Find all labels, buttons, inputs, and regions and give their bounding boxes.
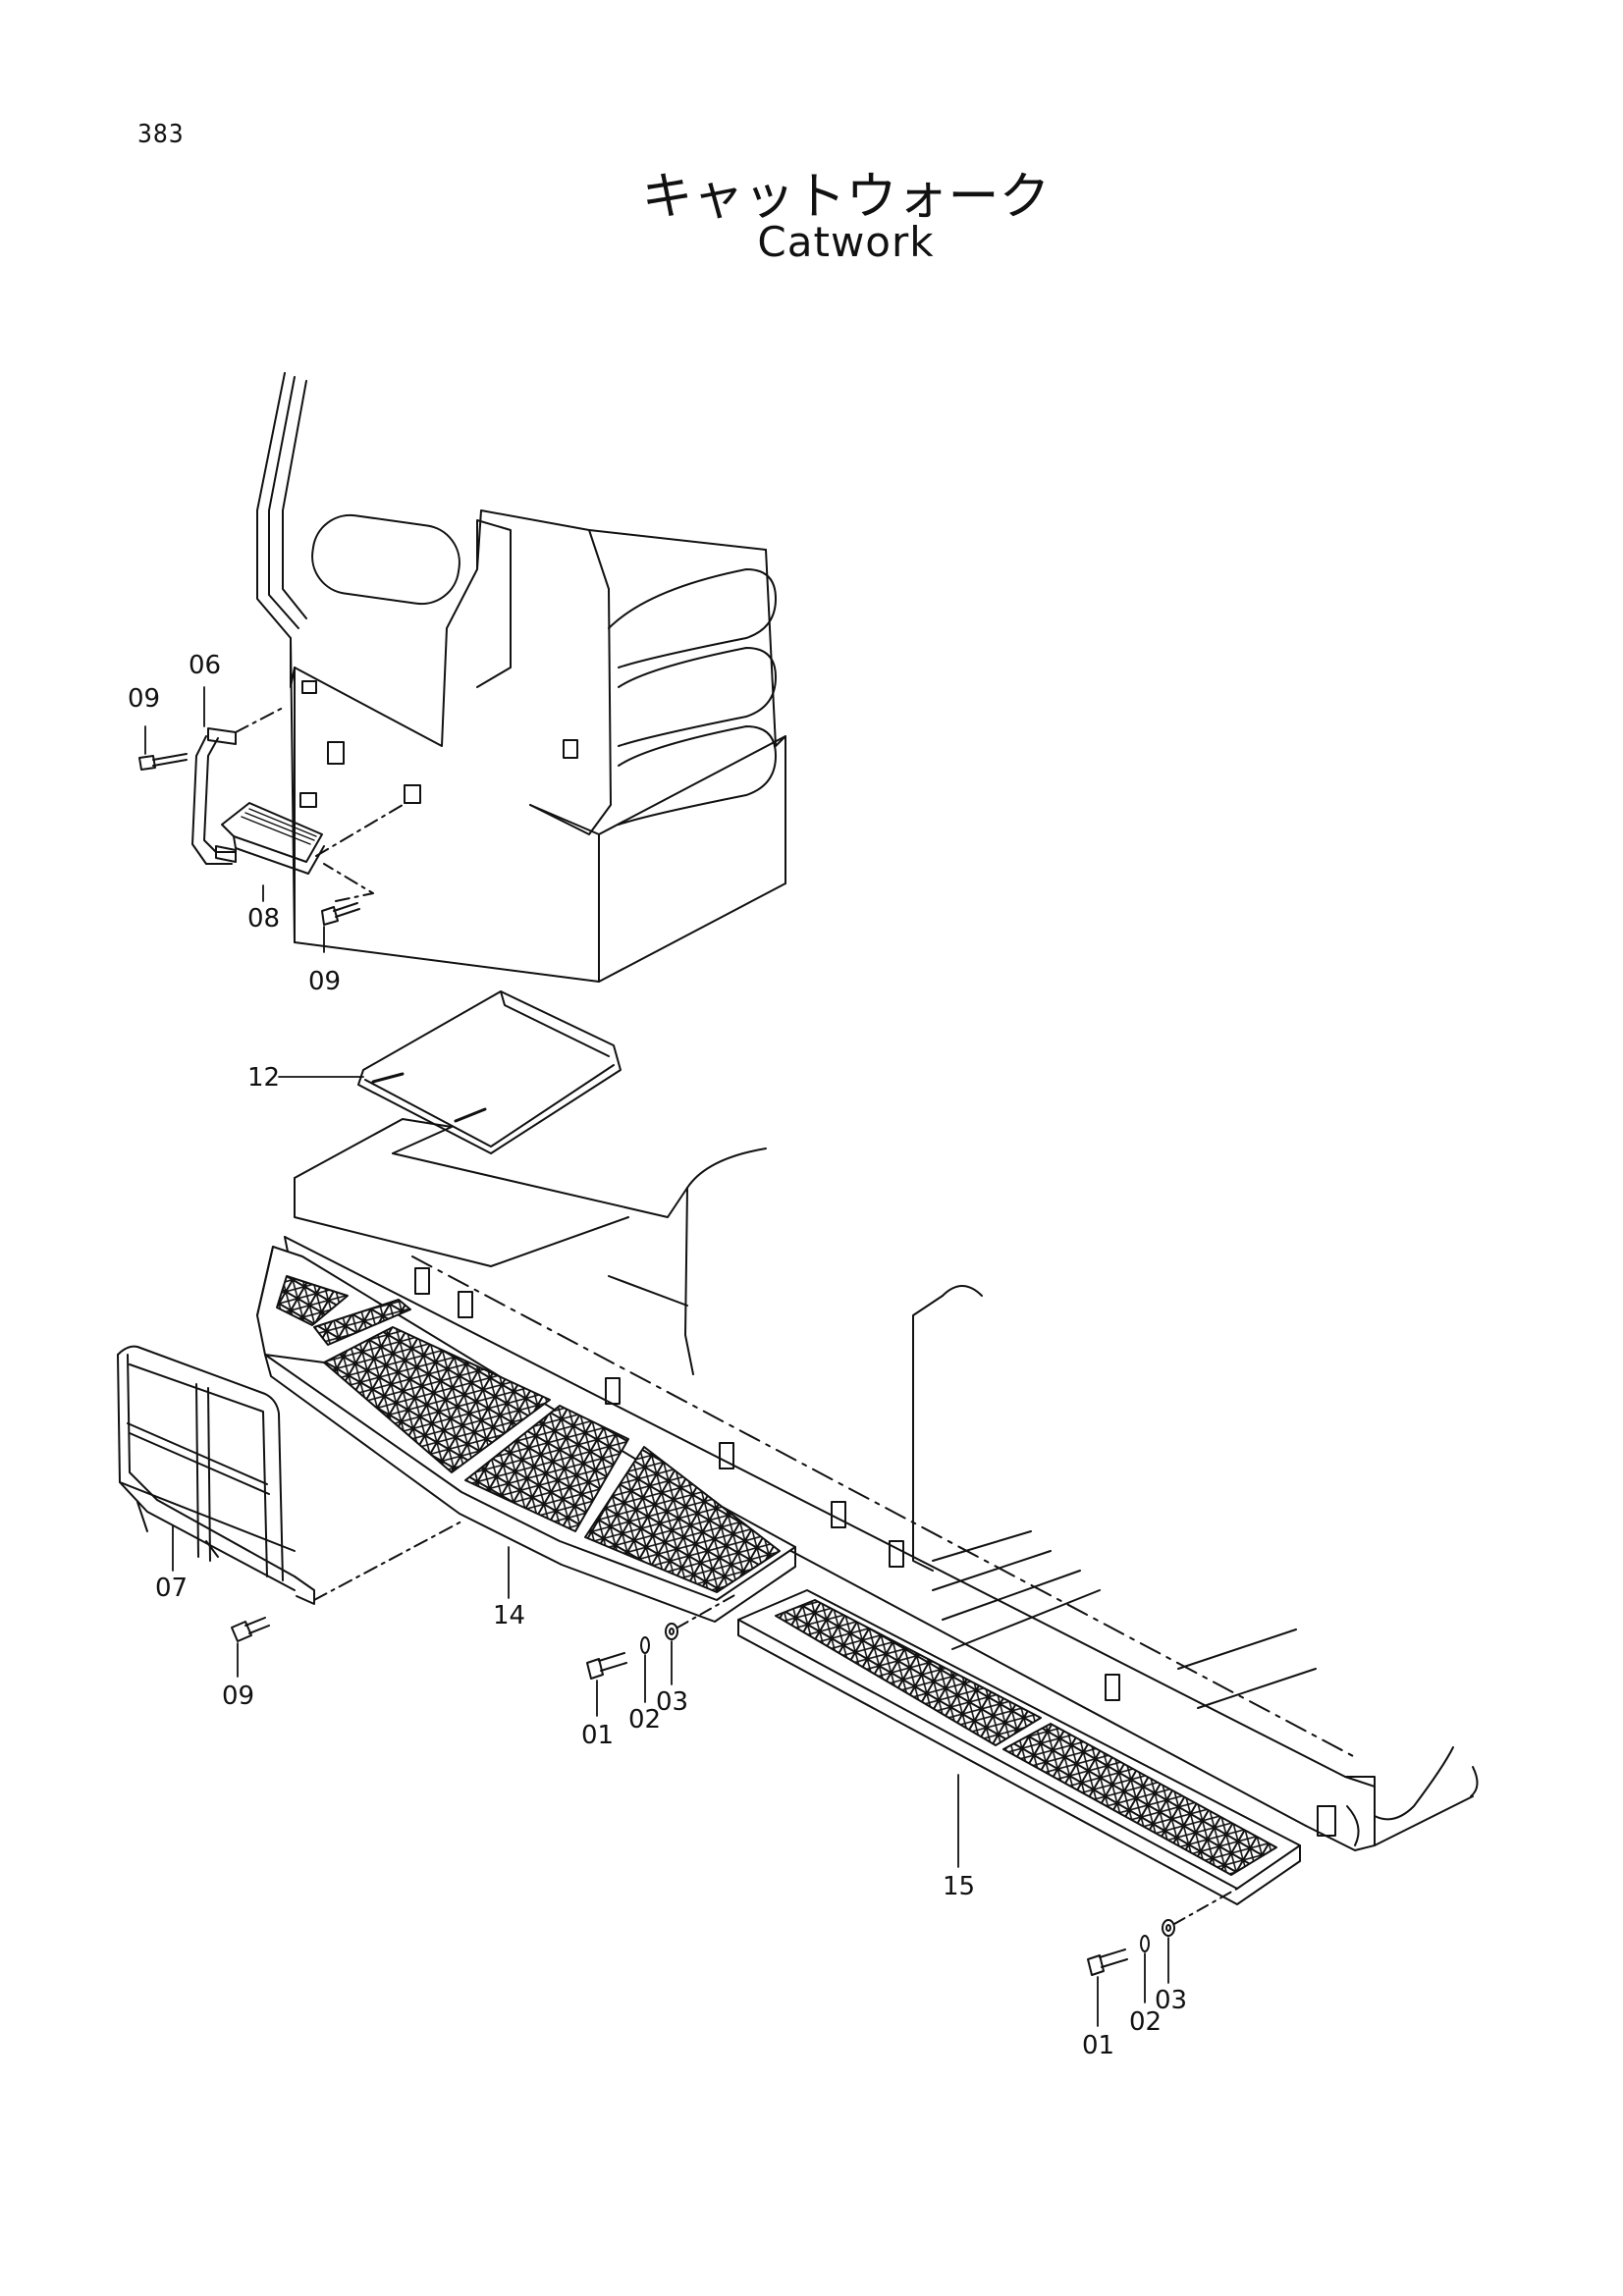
callout-12: 12 [247, 1063, 280, 1093]
callout-09-rail: 09 [222, 1682, 254, 1711]
cover-plate-12 [357, 990, 622, 1154]
callout-01-mid: 01 [581, 1721, 614, 1750]
callout-03-lower: 03 [1155, 1986, 1187, 2015]
callout-15: 15 [943, 1872, 975, 1901]
fasteners-mid [586, 1593, 737, 1680]
callout-06: 06 [189, 651, 221, 680]
callout-02-lower: 02 [1129, 2007, 1162, 2037]
long-beam [284, 1236, 1479, 1851]
walkway-15 [737, 1589, 1301, 1905]
callout-01-lower: 01 [1082, 2031, 1114, 2060]
leader-lines [144, 686, 1169, 2027]
upper-frame [294, 1118, 1317, 1709]
bolt-09-rail [231, 1617, 270, 1642]
callout-labels: 09 06 08 09 12 07 14 09 01 02 03 15 01 0… [128, 651, 1187, 2060]
callout-03-mid: 03 [656, 1687, 688, 1717]
fasteners-lower [1087, 1888, 1238, 1976]
walkway-14 [256, 1246, 796, 1623]
callout-09-lower: 09 [308, 967, 341, 996]
callout-14: 14 [493, 1601, 525, 1630]
callout-02-mid: 02 [628, 1705, 661, 1735]
bolt-09-upper [138, 753, 188, 771]
handrail-07 [117, 1345, 462, 1642]
title-english: Catwork [757, 218, 935, 266]
callout-09-upper: 09 [128, 684, 160, 714]
bolt-09-lower [321, 902, 360, 926]
handrail-and-step [138, 706, 404, 926]
page-number: 383 [137, 120, 185, 149]
callout-07: 07 [155, 1574, 188, 1603]
title-japanese: キャットウォーク [641, 168, 1051, 227]
callout-08: 08 [247, 904, 280, 934]
cab-body [256, 372, 786, 983]
